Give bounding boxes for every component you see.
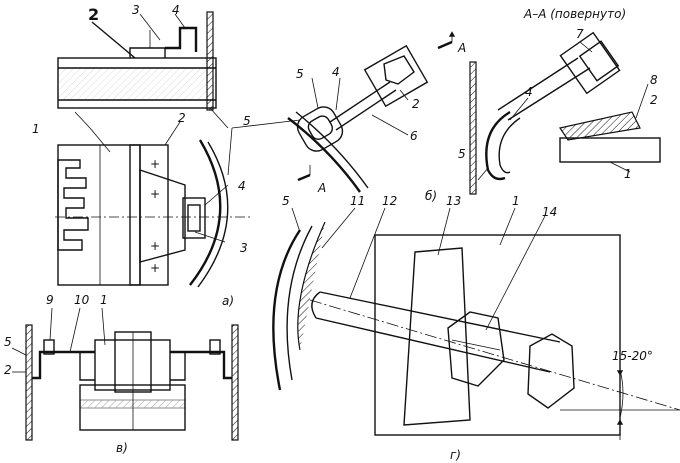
section-mark-top: А [457,41,466,55]
label-14: 14 [542,205,557,219]
label-5: 5 [243,114,251,128]
view-a: + + + + 2 3 4 1 2 5 4 3 а) [32,3,301,308]
svg-text:+: + [150,187,160,201]
caption-b: б) [425,189,437,203]
svg-text:+: + [150,157,160,171]
label-3: 3 [132,3,140,17]
label-1c: 1 [100,293,108,307]
label-1d: 1 [512,194,520,208]
angle-label: 15-20° [612,349,653,363]
label-9: 9 [46,293,54,307]
svg-text:+: + [150,261,160,275]
view-a-channel-top [57,26,217,109]
section-mark-bottom: А [317,181,326,195]
label-11: 11 [350,194,365,208]
label-2d: 2 [4,363,12,377]
label-3b: 3 [240,241,248,255]
label-8: 8 [650,73,658,87]
label-1b: 1 [624,167,632,181]
label-2c: 2 [650,93,658,107]
caption-v: в) [116,441,128,455]
view-v: 9 10 1 5 2 в) [4,293,239,455]
label-2-bold: 2 [88,5,99,24]
label-10: 10 [74,293,90,307]
plate-b [469,61,477,195]
label-4: 4 [172,3,180,17]
label-5c: 5 [458,147,466,161]
label-4d: 4 [525,85,533,99]
label-5b: 5 [296,67,304,81]
plate-v-left [25,324,33,441]
plate-a [206,11,214,111]
caption-g: г) [450,448,461,462]
label-4b: 4 [238,179,246,193]
plate-v-right [231,324,239,441]
view-b: А А 5 4 2 6 А–А (повернуто) 7 8 2 4 5 1 … [287,7,661,203]
label-7: 7 [576,27,584,41]
label-4c: 4 [332,65,340,79]
caption-a: а) [222,294,234,308]
label-6: 6 [410,129,418,143]
label-5d: 5 [4,335,12,349]
svg-text:+: + [150,239,160,253]
label-1: 1 [32,122,40,136]
view-a-plan: + + + + [55,139,250,288]
label-2b: 2 [412,97,420,111]
label-5e: 5 [282,194,290,208]
label-12: 12 [382,194,397,208]
section-title: А–А (повернуто) [523,7,626,21]
label-2: 2 [178,111,186,125]
label-13: 13 [446,194,461,208]
view-g: 15-20° 5 11 12 13 1 14 г) [272,194,680,462]
